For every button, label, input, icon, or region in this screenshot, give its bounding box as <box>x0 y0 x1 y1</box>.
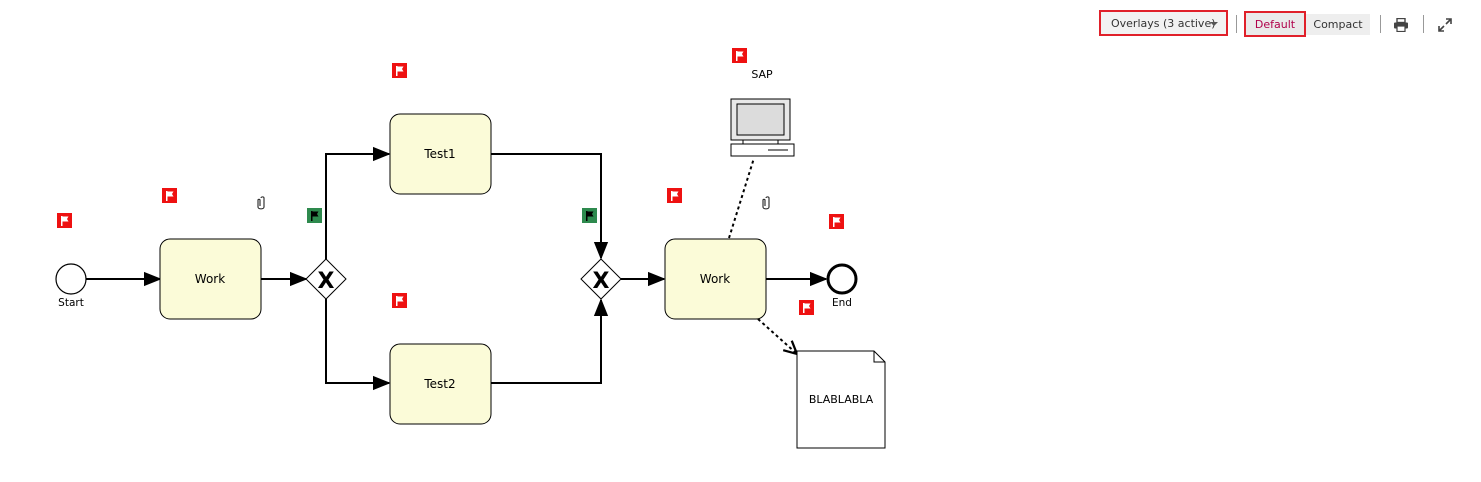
flag-overlay-green[interactable] <box>582 208 597 223</box>
task-work-2[interactable] <box>664 238 767 320</box>
paperclip-icon[interactable] <box>762 196 770 210</box>
expand-icon <box>1438 18 1452 32</box>
gateway-x-icon: X <box>318 269 335 294</box>
overlays-dropdown-label: Overlays (3 active) <box>1111 16 1216 30</box>
flag-overlay[interactable] <box>57 213 72 228</box>
flag-overlay[interactable] <box>732 48 747 63</box>
toolbar-separator <box>1423 15 1424 33</box>
print-button[interactable] <box>1389 14 1413 36</box>
toolbar-separator <box>1236 15 1237 33</box>
end-event-label: End <box>832 297 852 309</box>
toolbar-separator <box>1380 15 1381 33</box>
task-test2[interactable] <box>389 343 492 425</box>
association-line[interactable] <box>728 157 755 239</box>
task-test1[interactable] <box>389 113 492 195</box>
task-work-1[interactable] <box>159 238 262 320</box>
system-sap-label: SAP <box>751 68 773 81</box>
data-object-label: BLABLABLA <box>809 393 874 406</box>
end-event[interactable] <box>826 263 858 295</box>
flag-overlay[interactable] <box>799 300 814 315</box>
compact-view-button[interactable]: Compact <box>1306 14 1370 35</box>
exclusive-gateway-join[interactable]: X <box>580 258 622 300</box>
paperclip-icon[interactable] <box>257 196 265 210</box>
sequence-flow[interactable] <box>491 298 609 384</box>
sequence-flow[interactable] <box>325 299 391 391</box>
default-view-button[interactable]: Default <box>1244 11 1306 37</box>
data-association[interactable] <box>757 318 797 354</box>
caret-down-icon <box>1210 22 1218 26</box>
data-object-document[interactable] <box>796 350 886 449</box>
flag-overlay[interactable] <box>392 293 407 308</box>
gateway-x-icon: X <box>593 269 610 294</box>
print-icon <box>1394 18 1408 32</box>
toolbar: Overlays (3 active) Default Compact <box>0 0 1481 50</box>
flag-overlay[interactable] <box>162 188 177 203</box>
flag-overlay[interactable] <box>667 188 682 203</box>
fullscreen-button[interactable] <box>1433 14 1457 36</box>
overlays-dropdown[interactable]: Overlays (3 active) <box>1099 10 1228 36</box>
flag-overlay[interactable] <box>392 63 407 78</box>
sequence-flow[interactable] <box>491 153 609 260</box>
system-sap[interactable] <box>730 98 795 157</box>
start-event-label: Start <box>58 297 84 309</box>
task-work-2-label: Work <box>700 272 730 286</box>
task-work-1-label: Work <box>195 272 225 286</box>
sequence-flow[interactable] <box>325 146 391 260</box>
exclusive-gateway-split[interactable]: X <box>305 258 347 300</box>
start-event[interactable] <box>55 263 87 295</box>
flag-overlay[interactable] <box>829 214 844 229</box>
flag-overlay-green[interactable] <box>307 208 322 223</box>
task-test1-label: Test1 <box>423 147 455 161</box>
task-test2-label: Test2 <box>423 377 455 391</box>
